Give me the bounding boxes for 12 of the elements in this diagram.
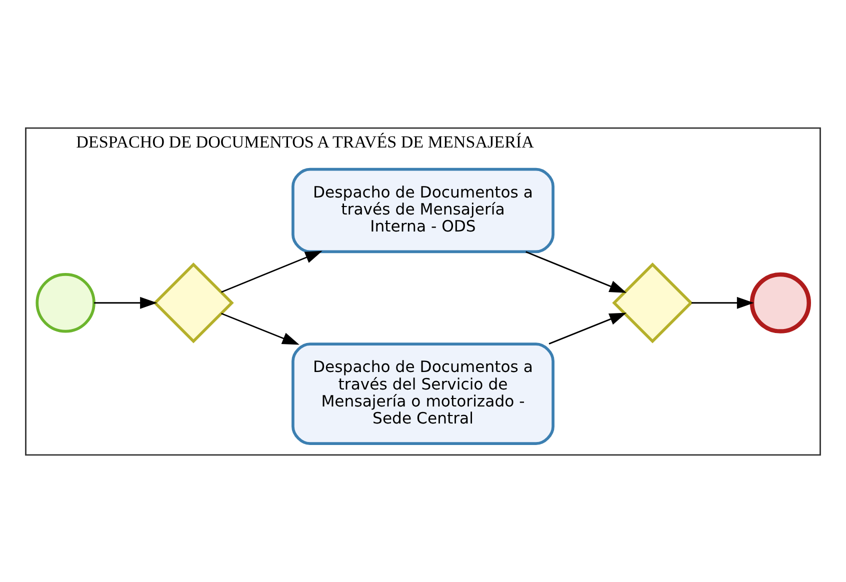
node-circle	[750, 272, 811, 333]
arrow	[526, 250, 627, 292]
node-circle	[36, 272, 96, 332]
node-diamond	[612, 262, 693, 343]
node-box: Despacho de Documentos a través de Mensajería Interna - ODS	[292, 167, 554, 253]
node-box: Despacho de Documentos a través del Servicio de Mensajería o motorizado - Sede Central	[292, 342, 554, 444]
arrow	[221, 312, 300, 344]
arrow	[691, 296, 754, 308]
node-diamond	[153, 262, 234, 343]
arrow	[221, 250, 322, 292]
arrow	[94, 296, 158, 308]
arrow	[548, 312, 627, 344]
